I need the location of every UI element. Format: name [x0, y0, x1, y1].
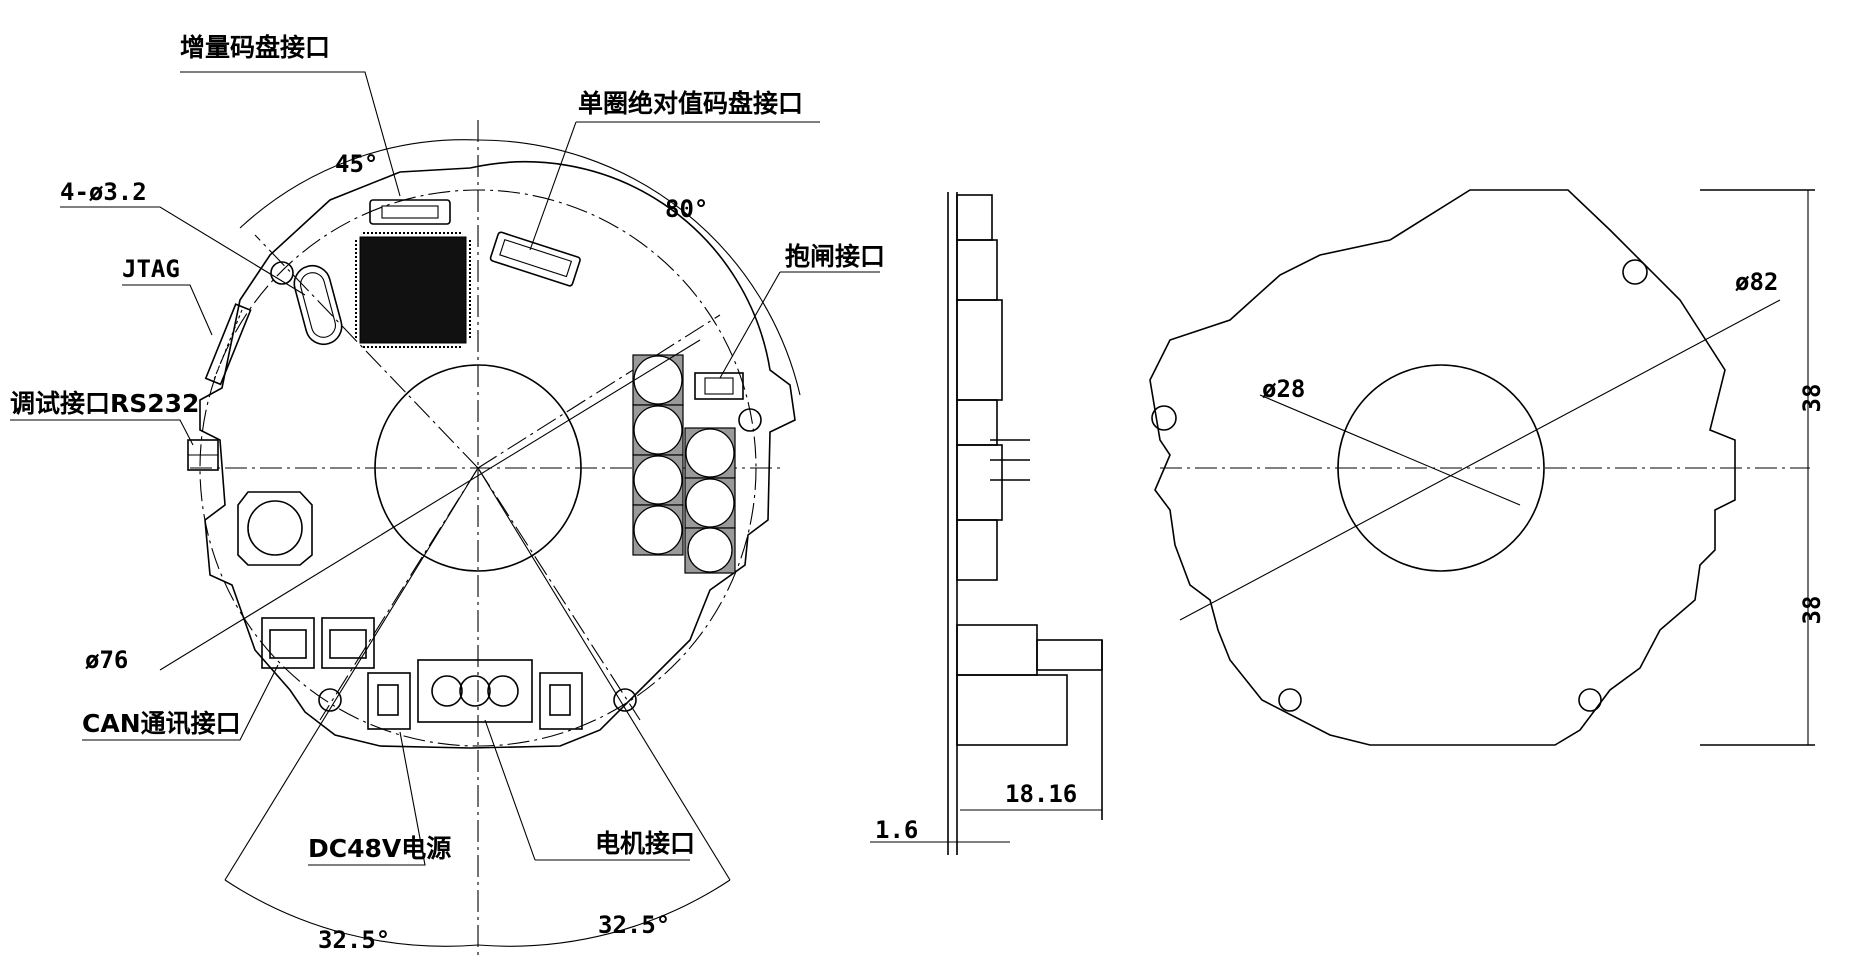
incremental-pins: [381, 205, 439, 219]
label-thickness: 1.6: [875, 816, 918, 844]
mcu-chip: [359, 236, 467, 344]
label-dia82: ø82: [1735, 268, 1778, 296]
brake-connector: [694, 372, 744, 400]
motor-terminal: [417, 659, 533, 723]
diag-3: [477, 467, 641, 721]
back-view: [1149, 189, 1815, 746]
label-angle-left: 32.5°: [318, 926, 390, 954]
mcu-pins: [355, 232, 471, 348]
front-view: [10, 71, 880, 960]
mount-hole-1: [270, 261, 294, 285]
crystal-inner: [300, 272, 336, 338]
label-angle-right: 32.5°: [598, 911, 670, 939]
arc-32-right: [477, 879, 731, 947]
mount-hole-2: [738, 408, 762, 432]
label-angle-45: 45°: [335, 150, 378, 178]
label-dim-top: 38: [1798, 384, 1826, 413]
label-can: CAN通讯接口: [82, 709, 241, 738]
dia82-line: [1179, 299, 1781, 621]
can-connectors: [261, 617, 375, 669]
dia28-line: [1259, 394, 1521, 506]
label-dia76: ø76: [85, 646, 128, 674]
label-absolute-encoder: 单圈绝对值码盘接口: [578, 89, 803, 118]
diag-2: [477, 314, 721, 469]
dia76-line: [159, 339, 701, 671]
board-outline: [199, 160, 796, 749]
arc-45: [239, 139, 479, 229]
label-height-side: 18.16: [1005, 780, 1077, 808]
label-power: DC48V电源: [308, 834, 451, 863]
diag-1: [254, 234, 479, 469]
label-brake: 抱闸接口: [785, 242, 885, 271]
buzzer: [237, 491, 313, 566]
side-view: [870, 192, 1103, 855]
label-jtag: JTAG: [122, 255, 180, 283]
label-dim-bottom: 38: [1798, 596, 1826, 625]
back-outline: [1149, 189, 1736, 746]
capacitor-bank: [632, 354, 736, 574]
label-debug: 调试接口RS232: [10, 389, 199, 418]
label-incremental-encoder: 增量码盘接口: [180, 33, 330, 62]
label-motor: 电机接口: [595, 829, 695, 858]
label-dia28: ø28: [1262, 375, 1305, 403]
power-connectors: [367, 672, 583, 730]
incremental-connector: [369, 199, 451, 225]
mount-hole-3: [318, 688, 342, 712]
absolute-connector: [489, 231, 581, 287]
jtag-connector: [204, 303, 252, 386]
arc-32-left: [224, 879, 479, 947]
arc-80: [477, 139, 801, 396]
label-angle-80: 80°: [665, 195, 708, 223]
mount-hole-4: [613, 688, 637, 712]
label-holes: 4-ø3.2: [60, 178, 147, 206]
crystal: [293, 264, 343, 346]
